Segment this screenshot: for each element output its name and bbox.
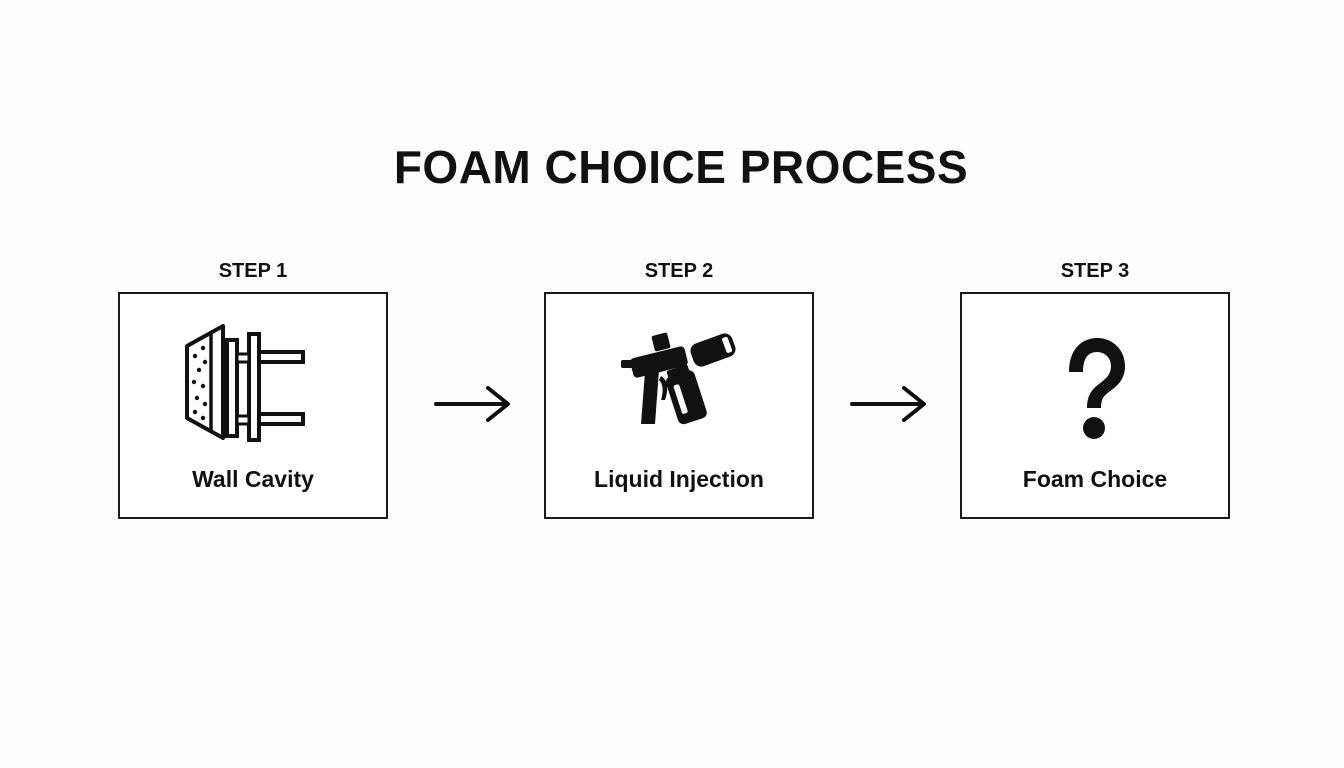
wall-cavity-icon: [185, 324, 305, 442]
spray-gun-icon: [621, 332, 736, 425]
step-2-box: Liquid Injection: [544, 292, 814, 519]
step-2-title: Liquid Injection: [594, 466, 764, 492]
arrow-right-icon: [850, 386, 926, 422]
step-3-label: STEP 3: [1060, 260, 1130, 282]
question-mark-icon: [1069, 338, 1125, 439]
diagram-title: FOAM CHOICE PROCESS: [393, 141, 969, 193]
step-3-title: Foam Choice: [1022, 466, 1168, 492]
step-1-box: Wall Cavity: [118, 292, 388, 519]
step-2-label: STEP 2: [644, 260, 714, 282]
arrow-right-icon: [434, 386, 510, 422]
step-1-title: Wall Cavity: [192, 466, 314, 492]
step-3-box: Foam Choice: [960, 292, 1230, 519]
step-1: STEP 1: [118, 258, 388, 519]
step-3: STEP 3 Foam Choice: [960, 258, 1230, 519]
step-2: STEP 2: [544, 258, 814, 519]
step-1-label: STEP 1: [218, 260, 288, 282]
